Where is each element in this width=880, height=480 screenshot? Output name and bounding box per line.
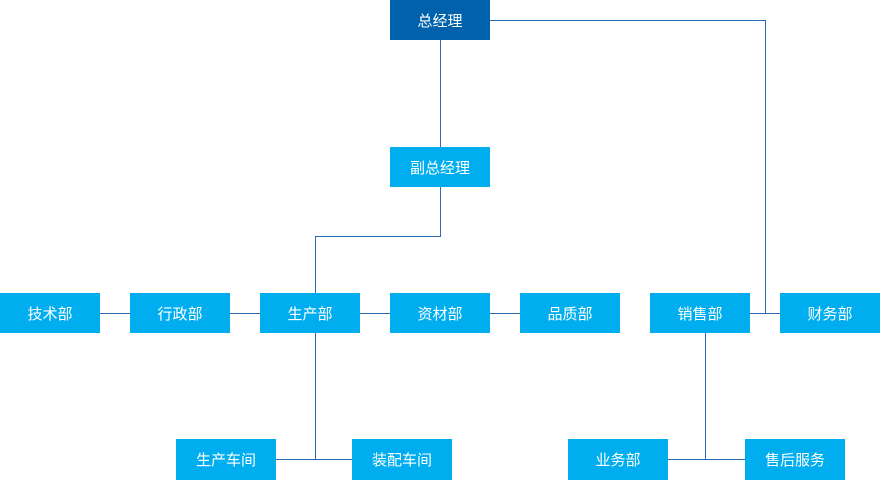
node-production-workshop: 生产车间: [176, 439, 276, 480]
node-sales-dept: 销售部: [650, 293, 750, 333]
node-tech-dept: 技术部: [0, 293, 100, 333]
node-quality-dept: 品质部: [520, 293, 620, 333]
node-after-sales-service: 售后服务: [745, 439, 845, 480]
connector-gm-finance: [490, 20, 766, 314]
node-business-dept: 业务部: [568, 439, 668, 480]
node-finance-dept: 财务部: [780, 293, 880, 333]
node-materials-dept: 资材部: [390, 293, 490, 333]
connector-deputy-production: [315, 187, 441, 293]
node-assembly-workshop: 装配车间: [352, 439, 452, 480]
node-admin-dept: 行政部: [130, 293, 230, 333]
node-production-dept: 生产部: [260, 293, 360, 333]
node-deputy-general-manager: 副总经理: [390, 147, 490, 187]
node-general-manager: 总经理: [390, 0, 490, 40]
